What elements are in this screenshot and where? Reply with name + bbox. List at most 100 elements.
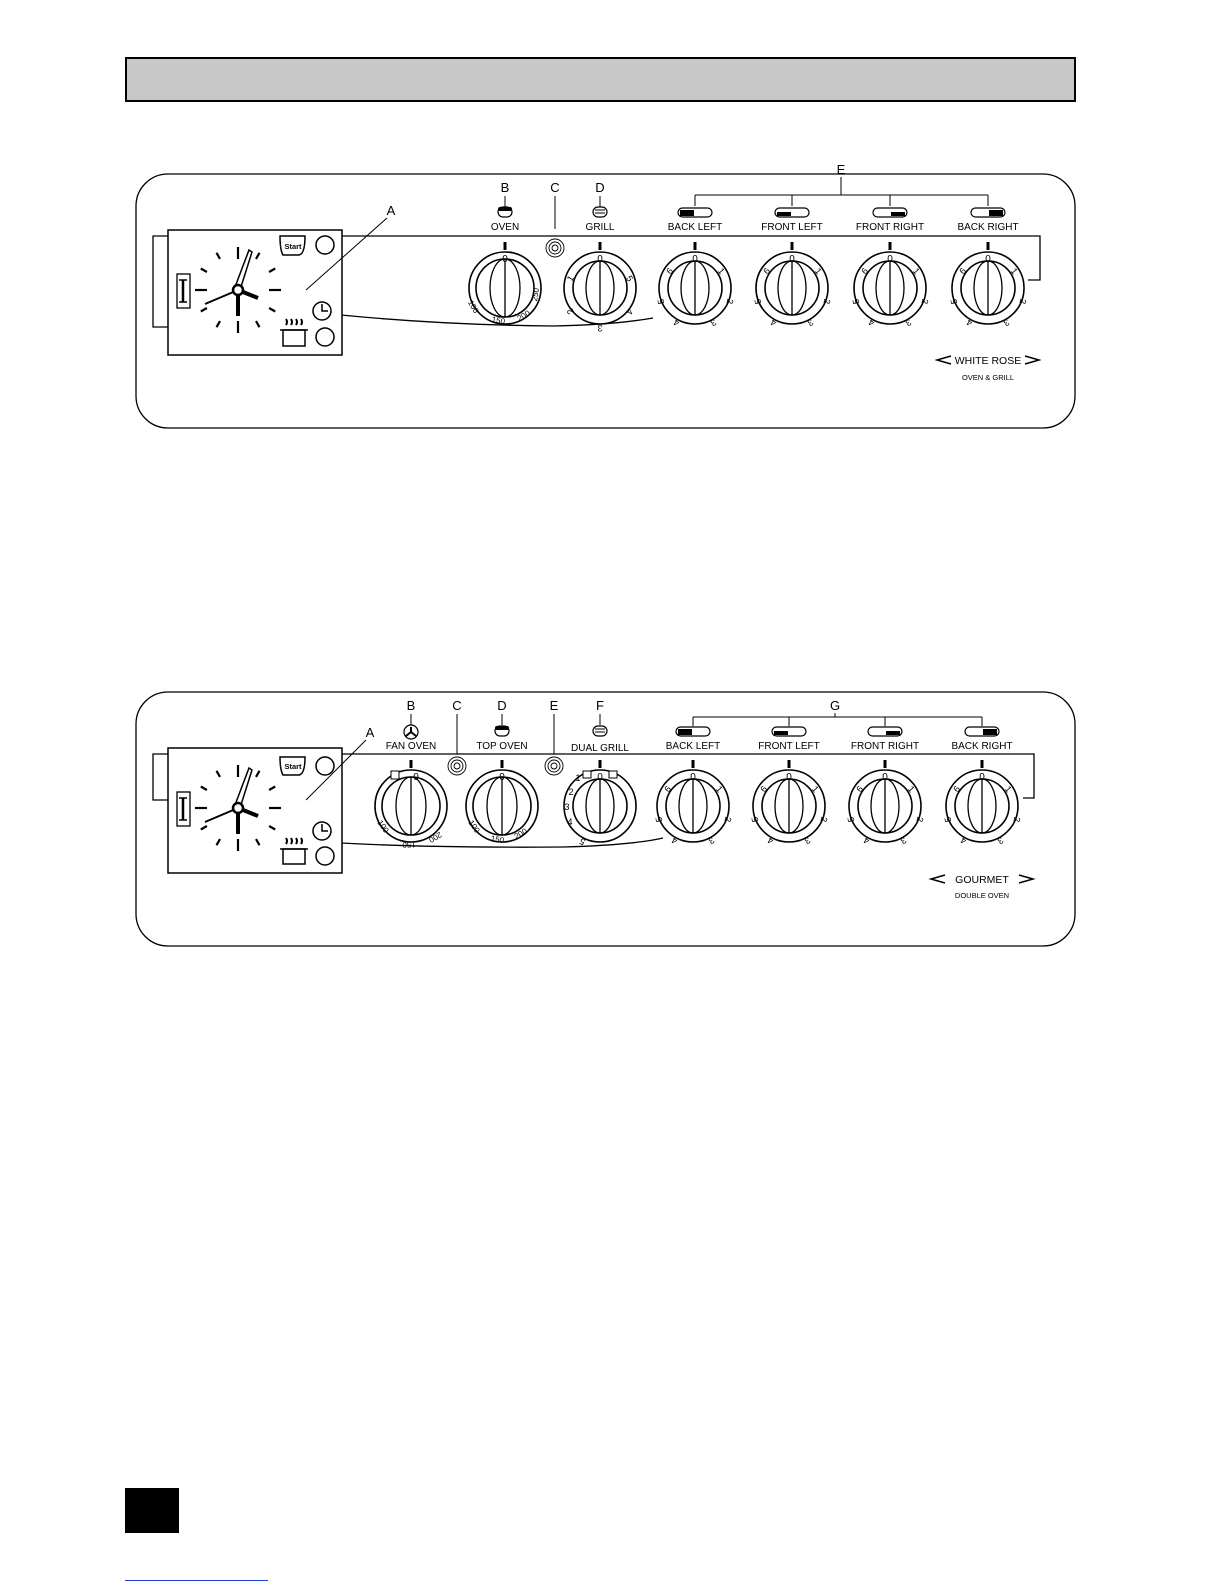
start-label: Start: [284, 762, 302, 771]
top-scale-0: 0: [499, 772, 505, 783]
fl-scale-1: 1: [813, 266, 824, 276]
hotplate-knob-back-right[interactable]: 0 1 2 3 4 5 6: [949, 242, 1029, 328]
page-number-block: [125, 1488, 179, 1533]
bl-scale-2: 2: [725, 298, 736, 305]
bl-scale-4: 4: [670, 835, 679, 846]
oven-temperature-knob[interactable]: 0 100 150 200 250: [466, 242, 542, 326]
cooking-pot-icon: [280, 837, 308, 865]
br-scale-1: 1: [1009, 266, 1020, 276]
hotplate-back-right-symbol-icon: [970, 207, 1006, 218]
start-button[interactable]: [315, 756, 335, 776]
grill-label: GRILL: [586, 222, 615, 233]
front-left-label: FRONT LEFT: [761, 222, 822, 233]
dual-grill-knob[interactable]: 0 1 2 3 4 5: [563, 760, 637, 847]
cooking-pot-icon: [280, 318, 308, 347]
fan-scale-0: 0: [413, 772, 419, 783]
control-panel-white-rose: Start A B C D E OVEN GRILL BACK LE: [135, 162, 1076, 429]
fr-scale-0: 0: [887, 254, 893, 265]
oven-label: OVEN: [491, 222, 519, 233]
fl-scale-1: 1: [810, 784, 821, 794]
control-panel-gourmet: Start A B C D E F G FAN OVEN TOP OVEN: [135, 691, 1076, 947]
hotplate-knob-front-right[interactable]: 0 1 2 3 4 5 6: [851, 242, 931, 328]
dg-scale-0: 0: [597, 772, 603, 783]
brand-name: GOURMET: [955, 874, 1009, 886]
clock-timer[interactable]: Start: [167, 229, 343, 356]
back-left-label: BACK LEFT: [666, 741, 720, 752]
fan-oven-knob[interactable]: 0 100 150 200: [374, 760, 448, 849]
br-scale-5: 5: [943, 816, 954, 823]
front-right-label: FRONT RIGHT: [851, 741, 919, 752]
oven-scale-0: 0: [502, 254, 508, 265]
footer-underline-link[interactable]: [125, 1580, 268, 1581]
hotplate-knob-back-right[interactable]: 0 1 2 3 4 5 6: [943, 760, 1023, 846]
back-right-label: BACK RIGHT: [957, 222, 1018, 233]
hotplate-knob-back-left[interactable]: 0 1 2 3 4 5 6: [656, 242, 736, 328]
oven-symbol-icon: [497, 206, 513, 218]
hotplate-back-right-symbol-icon: [964, 726, 1000, 737]
fr-scale-6: 6: [854, 784, 865, 794]
bl-scale-5: 5: [654, 816, 665, 823]
front-left-label: FRONT LEFT: [758, 741, 819, 752]
callout-c: C: [452, 698, 461, 713]
br-scale-3: 3: [1002, 317, 1011, 328]
brand-sub: OVEN & GRILL: [962, 373, 1014, 382]
top-scale-150: 150: [490, 834, 505, 845]
fr-scale-3: 3: [904, 317, 913, 328]
top-oven-knob[interactable]: 0 100 150 200: [465, 760, 539, 845]
fl-scale-2: 2: [819, 816, 830, 823]
fan-symbol-icon: [403, 724, 419, 740]
fl-scale-2: 2: [822, 298, 833, 305]
brand-logo: GOURMET DOUBLE OVEN: [928, 874, 1036, 900]
dual-grill-label: DUAL GRILL: [571, 743, 629, 754]
dg-scale-2: 2: [568, 787, 573, 797]
grill-scale-3: 3: [597, 323, 602, 333]
top-oven-label: TOP OVEN: [476, 741, 527, 752]
grill-scale-2: 2: [565, 307, 576, 316]
dg-scale-4: 4: [567, 817, 572, 827]
grill-scale-1: 1: [565, 274, 576, 283]
fl-scale-4: 4: [766, 835, 775, 846]
fl-scale-3: 3: [806, 317, 815, 328]
front-right-label: FRONT RIGHT: [856, 222, 924, 233]
fr-scale-5: 5: [846, 816, 857, 823]
callout-c: C: [550, 180, 559, 195]
fl-scale-5: 5: [753, 298, 764, 305]
fr-scale-6: 6: [859, 266, 870, 276]
fr-scale-4: 4: [867, 317, 876, 328]
hotplate-knob-front-right[interactable]: 0 1 2 3 4 5 6: [846, 760, 926, 846]
cook-button[interactable]: [315, 846, 335, 866]
hotplate-knob-back-left[interactable]: 0 1 2 3 4 5 6: [654, 760, 734, 846]
callout-a: A: [366, 725, 375, 740]
br-scale-4: 4: [959, 835, 968, 846]
back-right-label: BACK RIGHT: [951, 741, 1012, 752]
fl-scale-4: 4: [769, 317, 778, 328]
callout-d: D: [497, 698, 506, 713]
bl-scale-2: 2: [723, 816, 734, 823]
bl-scale-6: 6: [662, 784, 673, 794]
br-scale-4: 4: [965, 317, 974, 328]
bl-scale-3: 3: [707, 835, 716, 846]
indicator-light: [545, 238, 565, 258]
grill-scale-0: 0: [597, 254, 603, 265]
dg-scale-5: 5: [578, 836, 587, 847]
grill-knob[interactable]: 0 1 2 3 4 5: [563, 242, 637, 333]
clock-timer[interactable]: Start: [167, 747, 343, 874]
start-button[interactable]: [315, 235, 335, 255]
dg-scale-1: 1: [575, 773, 580, 783]
br-scale-6: 6: [951, 784, 962, 794]
hotplate-knob-front-left[interactable]: 0 1 2 3 4 5 6: [750, 760, 830, 846]
hotplate-knob-front-left[interactable]: 0 1 2 3 4 5 6: [753, 242, 833, 328]
hotplate-front-right-symbol-icon: [867, 726, 903, 737]
dual-grill-symbol-icon: [592, 725, 608, 737]
callout-e: E: [550, 698, 559, 713]
br-scale-0: 0: [985, 254, 991, 265]
brand-name: WHITE ROSE: [955, 355, 1022, 367]
callout-e: E: [837, 162, 846, 177]
callout-a: A: [387, 203, 396, 218]
br-scale-6: 6: [957, 266, 968, 276]
indicator-light-1: [447, 756, 467, 776]
hotplate-back-left-symbol-icon: [675, 726, 711, 737]
cook-button[interactable]: [315, 327, 335, 347]
callout-b: B: [501, 180, 510, 195]
grill-scale-4: 4: [624, 307, 635, 316]
